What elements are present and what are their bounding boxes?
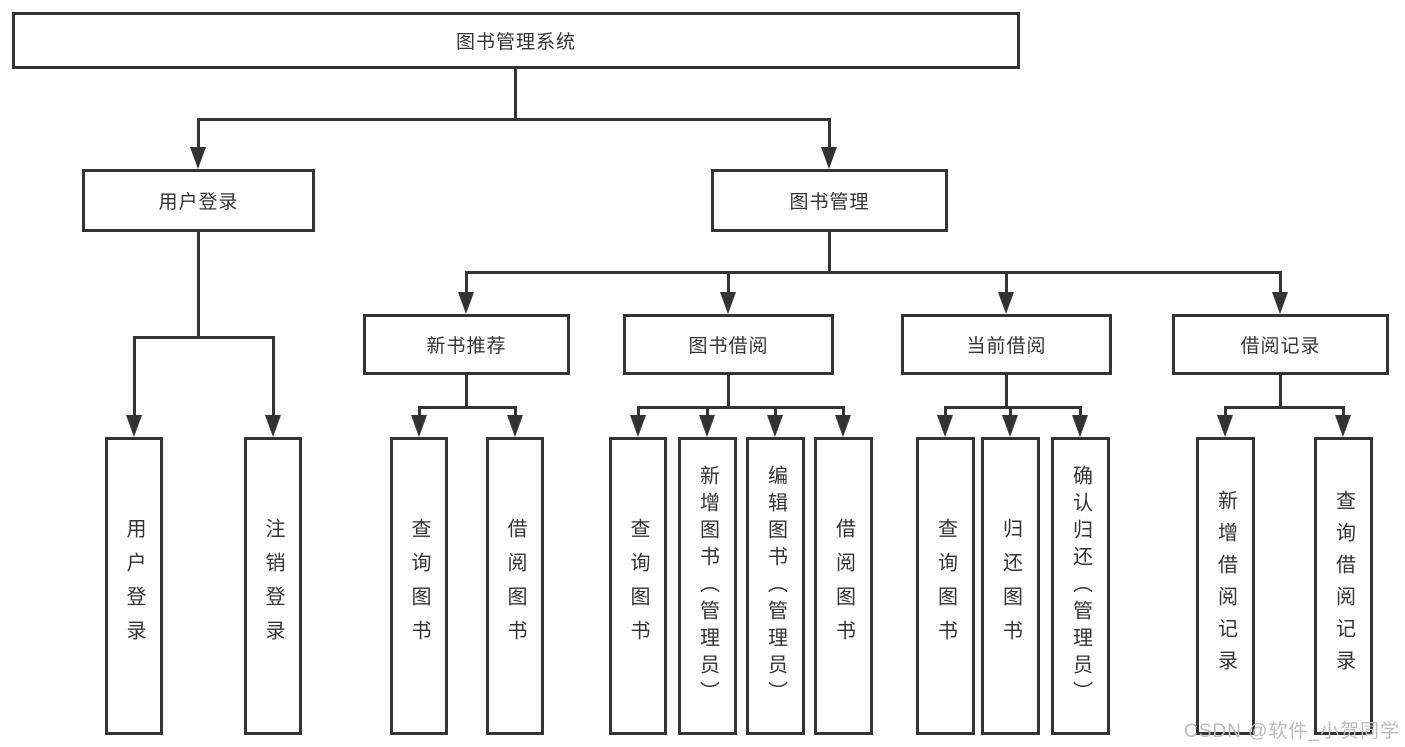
connector-line bbox=[272, 336, 275, 417]
leaf-confirm-return-admin: 确认归还（管理员） bbox=[1051, 437, 1110, 735]
connector-line bbox=[1224, 406, 1344, 409]
arrow-down-icon bbox=[190, 147, 206, 169]
connector-line bbox=[133, 336, 136, 417]
node-user-login-label: 用户登录 bbox=[158, 192, 239, 213]
arrow-down-icon bbox=[998, 292, 1014, 314]
connector-line bbox=[1009, 406, 1012, 418]
arrow-down-icon bbox=[126, 415, 142, 437]
arrow-down-icon bbox=[411, 415, 427, 437]
node-book-borrow-label: 图书借阅 bbox=[688, 336, 769, 357]
leaf-add-borrow-record-label: 新增借阅记录 bbox=[1214, 490, 1237, 682]
connector-line bbox=[197, 118, 200, 149]
leaf-add-borrow-record: 新增借阅记录 bbox=[1196, 437, 1255, 735]
connector-line bbox=[133, 336, 274, 339]
node-book-management: 图书管理 bbox=[711, 169, 948, 232]
leaf-borrow-books-recommend: 借阅图书 bbox=[486, 437, 544, 735]
node-current-borrow-label: 当前借阅 bbox=[966, 336, 1047, 357]
node-root-label: 图书管理系统 bbox=[455, 32, 576, 53]
leaf-logout: 注销登录 bbox=[244, 437, 302, 735]
node-book-borrow: 图书借阅 bbox=[623, 314, 834, 375]
connector-line bbox=[842, 406, 845, 418]
connector-line bbox=[1342, 406, 1345, 418]
leaf-add-book-admin-label: 新增图书（管理员） bbox=[696, 464, 719, 708]
arrow-down-icon bbox=[699, 415, 715, 437]
leaf-return-book: 归还图书 bbox=[981, 437, 1040, 735]
leaf-query-books-current-label: 查询图书 bbox=[934, 518, 957, 654]
connector-line bbox=[514, 406, 517, 418]
arrow-down-icon bbox=[720, 292, 736, 314]
connector-line bbox=[197, 118, 831, 121]
arrow-down-icon bbox=[265, 415, 281, 437]
arrow-down-icon bbox=[630, 415, 646, 437]
leaf-borrow-books: 借阅图书 bbox=[814, 437, 873, 735]
connector-line bbox=[418, 406, 516, 409]
watermark: CSDN @软件_小贺同学 bbox=[1184, 721, 1400, 742]
leaf-add-book-admin: 新增图书（管理员） bbox=[678, 437, 737, 735]
node-borrow-records: 借阅记录 bbox=[1172, 314, 1389, 375]
connector-line bbox=[774, 406, 777, 418]
leaf-edit-book-admin-label: 编辑图书（管理员） bbox=[764, 464, 787, 708]
node-borrow-records-label: 借阅记录 bbox=[1240, 336, 1321, 357]
leaf-logout-label: 注销登录 bbox=[262, 518, 284, 654]
arrow-down-icon bbox=[1272, 292, 1288, 314]
arrow-down-icon bbox=[767, 415, 783, 437]
connector-line bbox=[944, 406, 1081, 409]
leaf-user-login: 用户登录 bbox=[105, 437, 163, 735]
connector-line bbox=[1005, 271, 1008, 294]
connector-line bbox=[1005, 375, 1008, 408]
leaf-query-books-current: 查询图书 bbox=[916, 437, 975, 735]
connector-line bbox=[1079, 406, 1082, 418]
node-book-management-label: 图书管理 bbox=[789, 192, 870, 213]
arrow-down-icon bbox=[1335, 415, 1351, 437]
leaf-query-books-recommend: 查询图书 bbox=[390, 437, 448, 735]
leaf-user-login-label: 用户登录 bbox=[123, 518, 145, 654]
arrow-down-icon bbox=[458, 292, 474, 314]
arrow-down-icon bbox=[1002, 415, 1018, 437]
connector-line bbox=[944, 406, 947, 418]
connector-line bbox=[197, 232, 200, 338]
leaf-borrow-books-label: 借阅图书 bbox=[832, 518, 855, 654]
arrow-down-icon bbox=[937, 415, 953, 437]
leaf-query-books-recommend-label: 查询图书 bbox=[408, 518, 430, 654]
node-root: 图书管理系统 bbox=[12, 12, 1020, 69]
connector-line bbox=[418, 406, 421, 418]
node-user-login: 用户登录 bbox=[82, 169, 315, 232]
arrow-down-icon bbox=[1217, 415, 1233, 437]
connector-line bbox=[465, 271, 468, 294]
leaf-edit-book-admin: 编辑图书（管理员） bbox=[746, 437, 805, 735]
connector-line bbox=[1224, 406, 1227, 418]
arrow-down-icon bbox=[507, 415, 523, 437]
connector-line bbox=[828, 232, 831, 274]
leaf-confirm-return-admin-label: 确认归还（管理员） bbox=[1069, 464, 1092, 708]
leaf-return-book-label: 归还图书 bbox=[999, 518, 1022, 654]
connector-line bbox=[727, 375, 730, 408]
connector-line bbox=[828, 118, 831, 149]
leaf-borrow-books-recommend-label: 借阅图书 bbox=[504, 518, 526, 654]
leaf-query-books-borrow-label: 查询图书 bbox=[627, 518, 649, 654]
leaf-query-borrow-record: 查询借阅记录 bbox=[1314, 437, 1373, 735]
connector-line bbox=[465, 271, 1281, 274]
leaf-query-books-borrow: 查询图书 bbox=[609, 437, 667, 735]
leaf-query-borrow-record-label: 查询借阅记录 bbox=[1332, 490, 1355, 682]
arrow-down-icon bbox=[821, 147, 837, 169]
connector-line bbox=[727, 271, 730, 294]
node-new-book-recommend: 新书推荐 bbox=[363, 314, 570, 375]
connector-line bbox=[1279, 271, 1282, 294]
connector-line bbox=[514, 69, 517, 121]
arrow-down-icon bbox=[835, 415, 851, 437]
arrow-down-icon bbox=[1072, 415, 1088, 437]
connector-line bbox=[1279, 375, 1282, 408]
node-new-book-recommend-label: 新书推荐 bbox=[426, 336, 507, 357]
connector-line bbox=[706, 406, 709, 418]
node-current-borrow: 当前借阅 bbox=[901, 314, 1112, 375]
connector-line bbox=[637, 406, 844, 409]
connector-line bbox=[465, 375, 468, 408]
connector-line bbox=[637, 406, 640, 418]
